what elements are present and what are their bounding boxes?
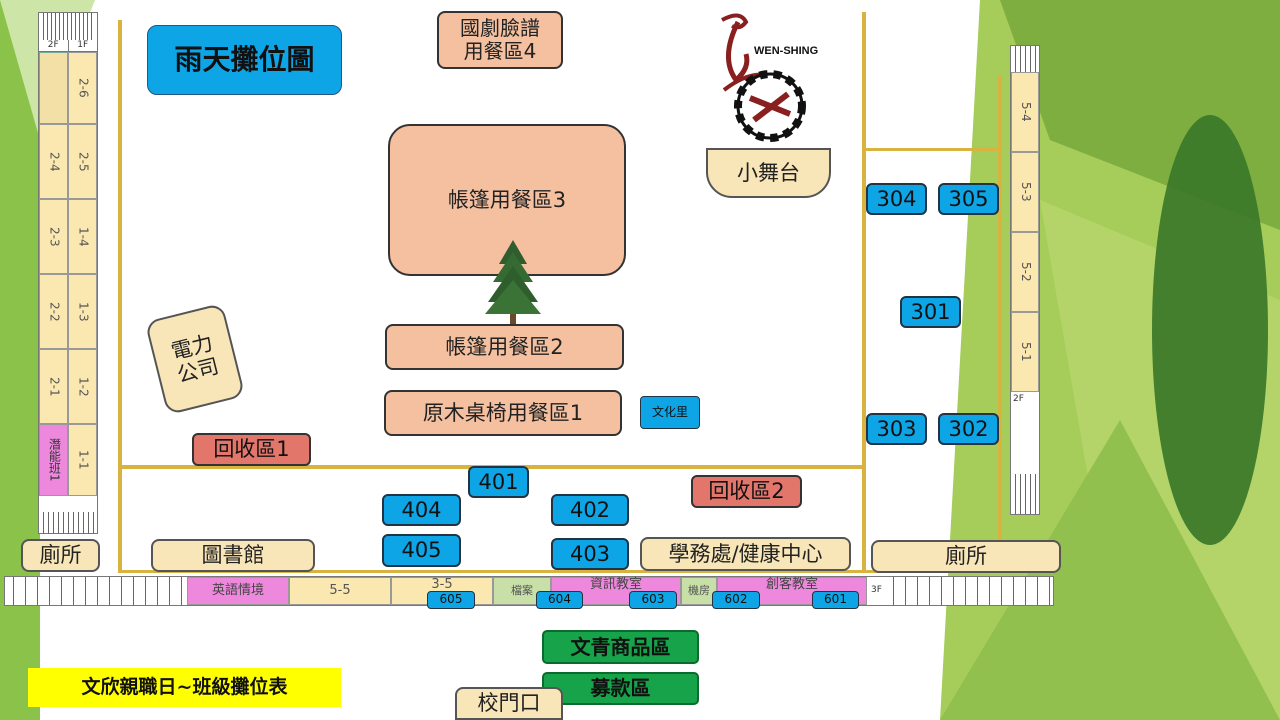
booth-403[interactable]: 403 [551, 538, 629, 570]
floor-2f-label: 2F [47, 40, 59, 50]
room-5-4: 5-4 [1011, 72, 1039, 152]
footer-label: 文欣親職日~班級攤位表 [28, 668, 341, 707]
right-floor-label: 2F [1013, 394, 1024, 404]
booth-302[interactable]: 302 [938, 413, 999, 445]
room-2-4: 2-4 [39, 124, 68, 199]
toilet-left: 廁所 [21, 539, 100, 572]
yard-wall-middle [862, 12, 866, 572]
room-2-5: 2-5 [68, 124, 97, 199]
page-title: 雨天攤位圖 [147, 25, 342, 95]
booth-303[interactable]: 303 [866, 413, 927, 445]
room-5-3: 5-3 [1011, 152, 1039, 232]
room-2-6: 2-6 [68, 52, 97, 124]
room-1-4: 1-4 [68, 199, 97, 274]
booth-401[interactable]: 401 [468, 466, 529, 498]
dining-area-1: 原木桌椅用餐區1 [384, 390, 622, 436]
room-server: 機房 [681, 577, 717, 605]
student-affairs-office: 學務處/健康中心 [640, 537, 851, 571]
literary-goods-area[interactable]: 文青商品區 [542, 630, 699, 664]
room-special-class: 潛能班1 [39, 424, 68, 496]
room-1-3: 1-3 [68, 274, 97, 349]
left-building-1f-column: 2-6 2-5 1-4 1-3 1-2 1-1 [68, 52, 97, 512]
yard-wall-lower-left [118, 467, 122, 572]
room-5-2: 5-2 [1011, 232, 1039, 312]
dining-area-3: 帳篷用餐區3 [388, 124, 626, 276]
left-building: 2F 1F 2-4 2-3 2-2 2-1 潛能班1 2-6 2-5 1-4 1… [38, 12, 98, 534]
booth-305[interactable]: 305 [938, 183, 999, 215]
booth-604[interactable]: 604 [536, 591, 583, 609]
booth-602[interactable]: 602 [712, 591, 760, 609]
toilet-right: 廁所 [871, 540, 1061, 573]
booth-301[interactable]: 301 [900, 296, 961, 328]
yard-wall-right-top [862, 148, 1002, 151]
tree-icon [485, 240, 541, 324]
room-1-1: 1-1 [68, 424, 97, 496]
school-logo-icon: WEN-SHING [721, 13, 818, 142]
culture-booth[interactable]: 文化里 [640, 396, 700, 429]
small-stage: 小舞台 [706, 148, 831, 198]
booth-405[interactable]: 405 [382, 534, 461, 567]
yard-wall-bottom [118, 570, 1002, 573]
room-2f-blank [39, 52, 68, 124]
dining-area-4: 國劇臉譜 用餐區4 [437, 11, 563, 69]
logo-text: WEN-SHING [754, 45, 818, 57]
booth-605[interactable]: 605 [427, 591, 475, 609]
floor-1f-label: 1F [67, 40, 98, 51]
recycle-area-2: 回收區2 [691, 475, 802, 508]
room-2-2: 2-2 [39, 274, 68, 349]
dining-area-2: 帳篷用餐區2 [385, 324, 624, 370]
left-building-2f-column: 2-4 2-3 2-2 2-1 潛能班1 [39, 52, 68, 512]
right-building: 5-4 5-3 5-2 5-1 2F [1010, 45, 1040, 515]
booth-304[interactable]: 304 [866, 183, 927, 215]
booth-404[interactable]: 404 [382, 494, 461, 526]
booth-402[interactable]: 402 [551, 494, 629, 526]
bottom-floor-label: 3F [871, 585, 882, 595]
donation-area[interactable]: 募款區 [542, 672, 699, 705]
recycle-area-1: 回收區1 [192, 433, 311, 466]
school-gate: 校門口 [455, 687, 563, 720]
room-1-2: 1-2 [68, 349, 97, 424]
room-5-5: 5-5 [289, 577, 391, 605]
room-5-1: 5-1 [1011, 312, 1039, 392]
yard-wall-top-left [118, 20, 122, 470]
room-2-1: 2-1 [39, 349, 68, 424]
library: 圖書館 [151, 539, 315, 572]
room-2-3: 2-3 [39, 199, 68, 274]
yard-wall-right [998, 75, 1002, 570]
room-english: 英語情境 [187, 577, 289, 605]
bottom-building: 英語情境 5-5 3-5 檔案 資訊教室 機房 創客教室 3F [4, 576, 1054, 606]
booth-601[interactable]: 601 [812, 591, 859, 609]
booth-603[interactable]: 603 [629, 591, 677, 609]
